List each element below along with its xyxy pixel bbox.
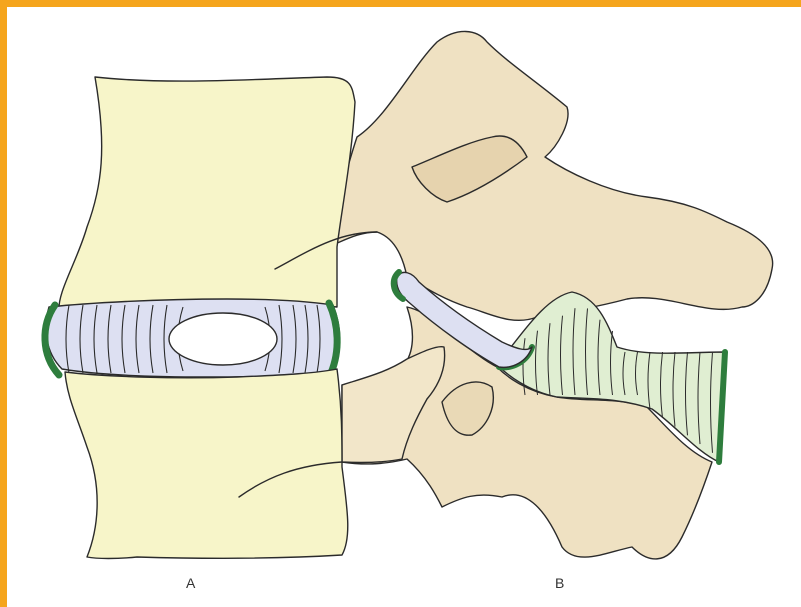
lower-body-shape [65,369,348,559]
posterior-elements [327,31,773,558]
nucleus-pulposus [169,313,277,365]
intervertebral-disc [45,299,340,377]
panel-label-b: B [555,575,565,591]
spine-segment-diagram [7,7,801,607]
vertebral-body-lower [65,369,348,559]
panel-label-a: A [186,575,196,591]
upper-body-shape [59,77,355,312]
vertebral-body-upper [59,77,377,312]
